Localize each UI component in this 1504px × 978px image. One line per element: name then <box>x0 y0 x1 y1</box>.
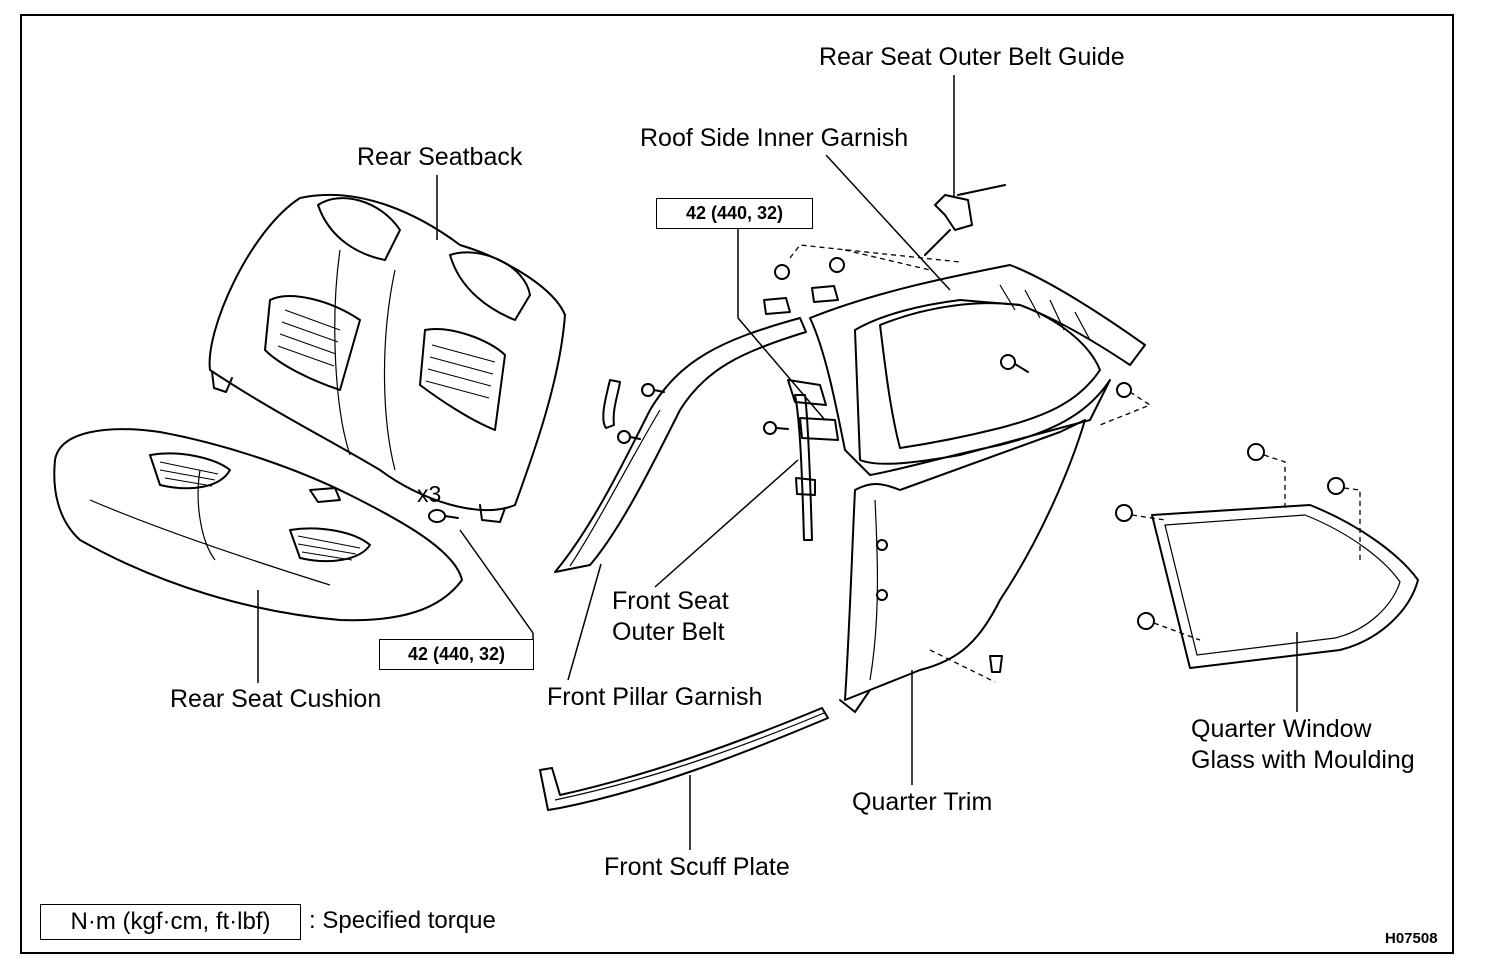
legend-description: : Specified torque <box>309 907 496 934</box>
label-rear-seat-outer-belt-guide: Rear Seat Outer Belt Guide <box>819 43 1125 71</box>
label-quarter-window-1: Quarter Window <box>1191 715 1372 743</box>
label-front-seat-outer-belt-1: Front Seat <box>612 587 729 615</box>
quarter-window-glass-part <box>1115 443 1419 669</box>
seatback-bolt <box>428 509 459 523</box>
label-rear-seatback: Rear Seatback <box>357 143 523 171</box>
roof-side-inner-garnish-part <box>763 184 1152 476</box>
rear-seat-cushion-part <box>53 428 463 622</box>
bolt-quantity: x3 <box>417 481 442 507</box>
front-scuff-plate-part <box>539 707 829 811</box>
label-front-pillar-garnish: Front Pillar Garnish <box>547 683 763 711</box>
label-roof-side-inner-garnish: Roof Side Inner Garnish <box>640 124 909 152</box>
diagram-frame <box>20 14 1454 954</box>
leader-lines <box>257 75 1298 850</box>
torque-box-lower: 42 (440, 32) <box>379 639 534 670</box>
legend-units-box: N·m (kgf·cm, ft·lbf) <box>40 904 301 940</box>
torque-box-upper: 42 (440, 32) <box>656 198 813 229</box>
figure-code: H07508 <box>1385 930 1438 947</box>
label-front-seat-outer-belt-2: Outer Belt <box>612 618 725 646</box>
label-quarter-trim: Quarter Trim <box>852 788 993 816</box>
label-quarter-window-2: Glass with Moulding <box>1191 746 1415 774</box>
label-front-scuff-plate: Front Scuff Plate <box>604 853 790 881</box>
front-pillar-garnish-part <box>554 317 807 573</box>
quarter-trim-part <box>839 419 1086 713</box>
label-rear-seat-cushion: Rear Seat Cushion <box>170 685 382 713</box>
front-seat-outer-belt-part <box>763 379 839 541</box>
rear-seatback-part <box>208 193 566 523</box>
